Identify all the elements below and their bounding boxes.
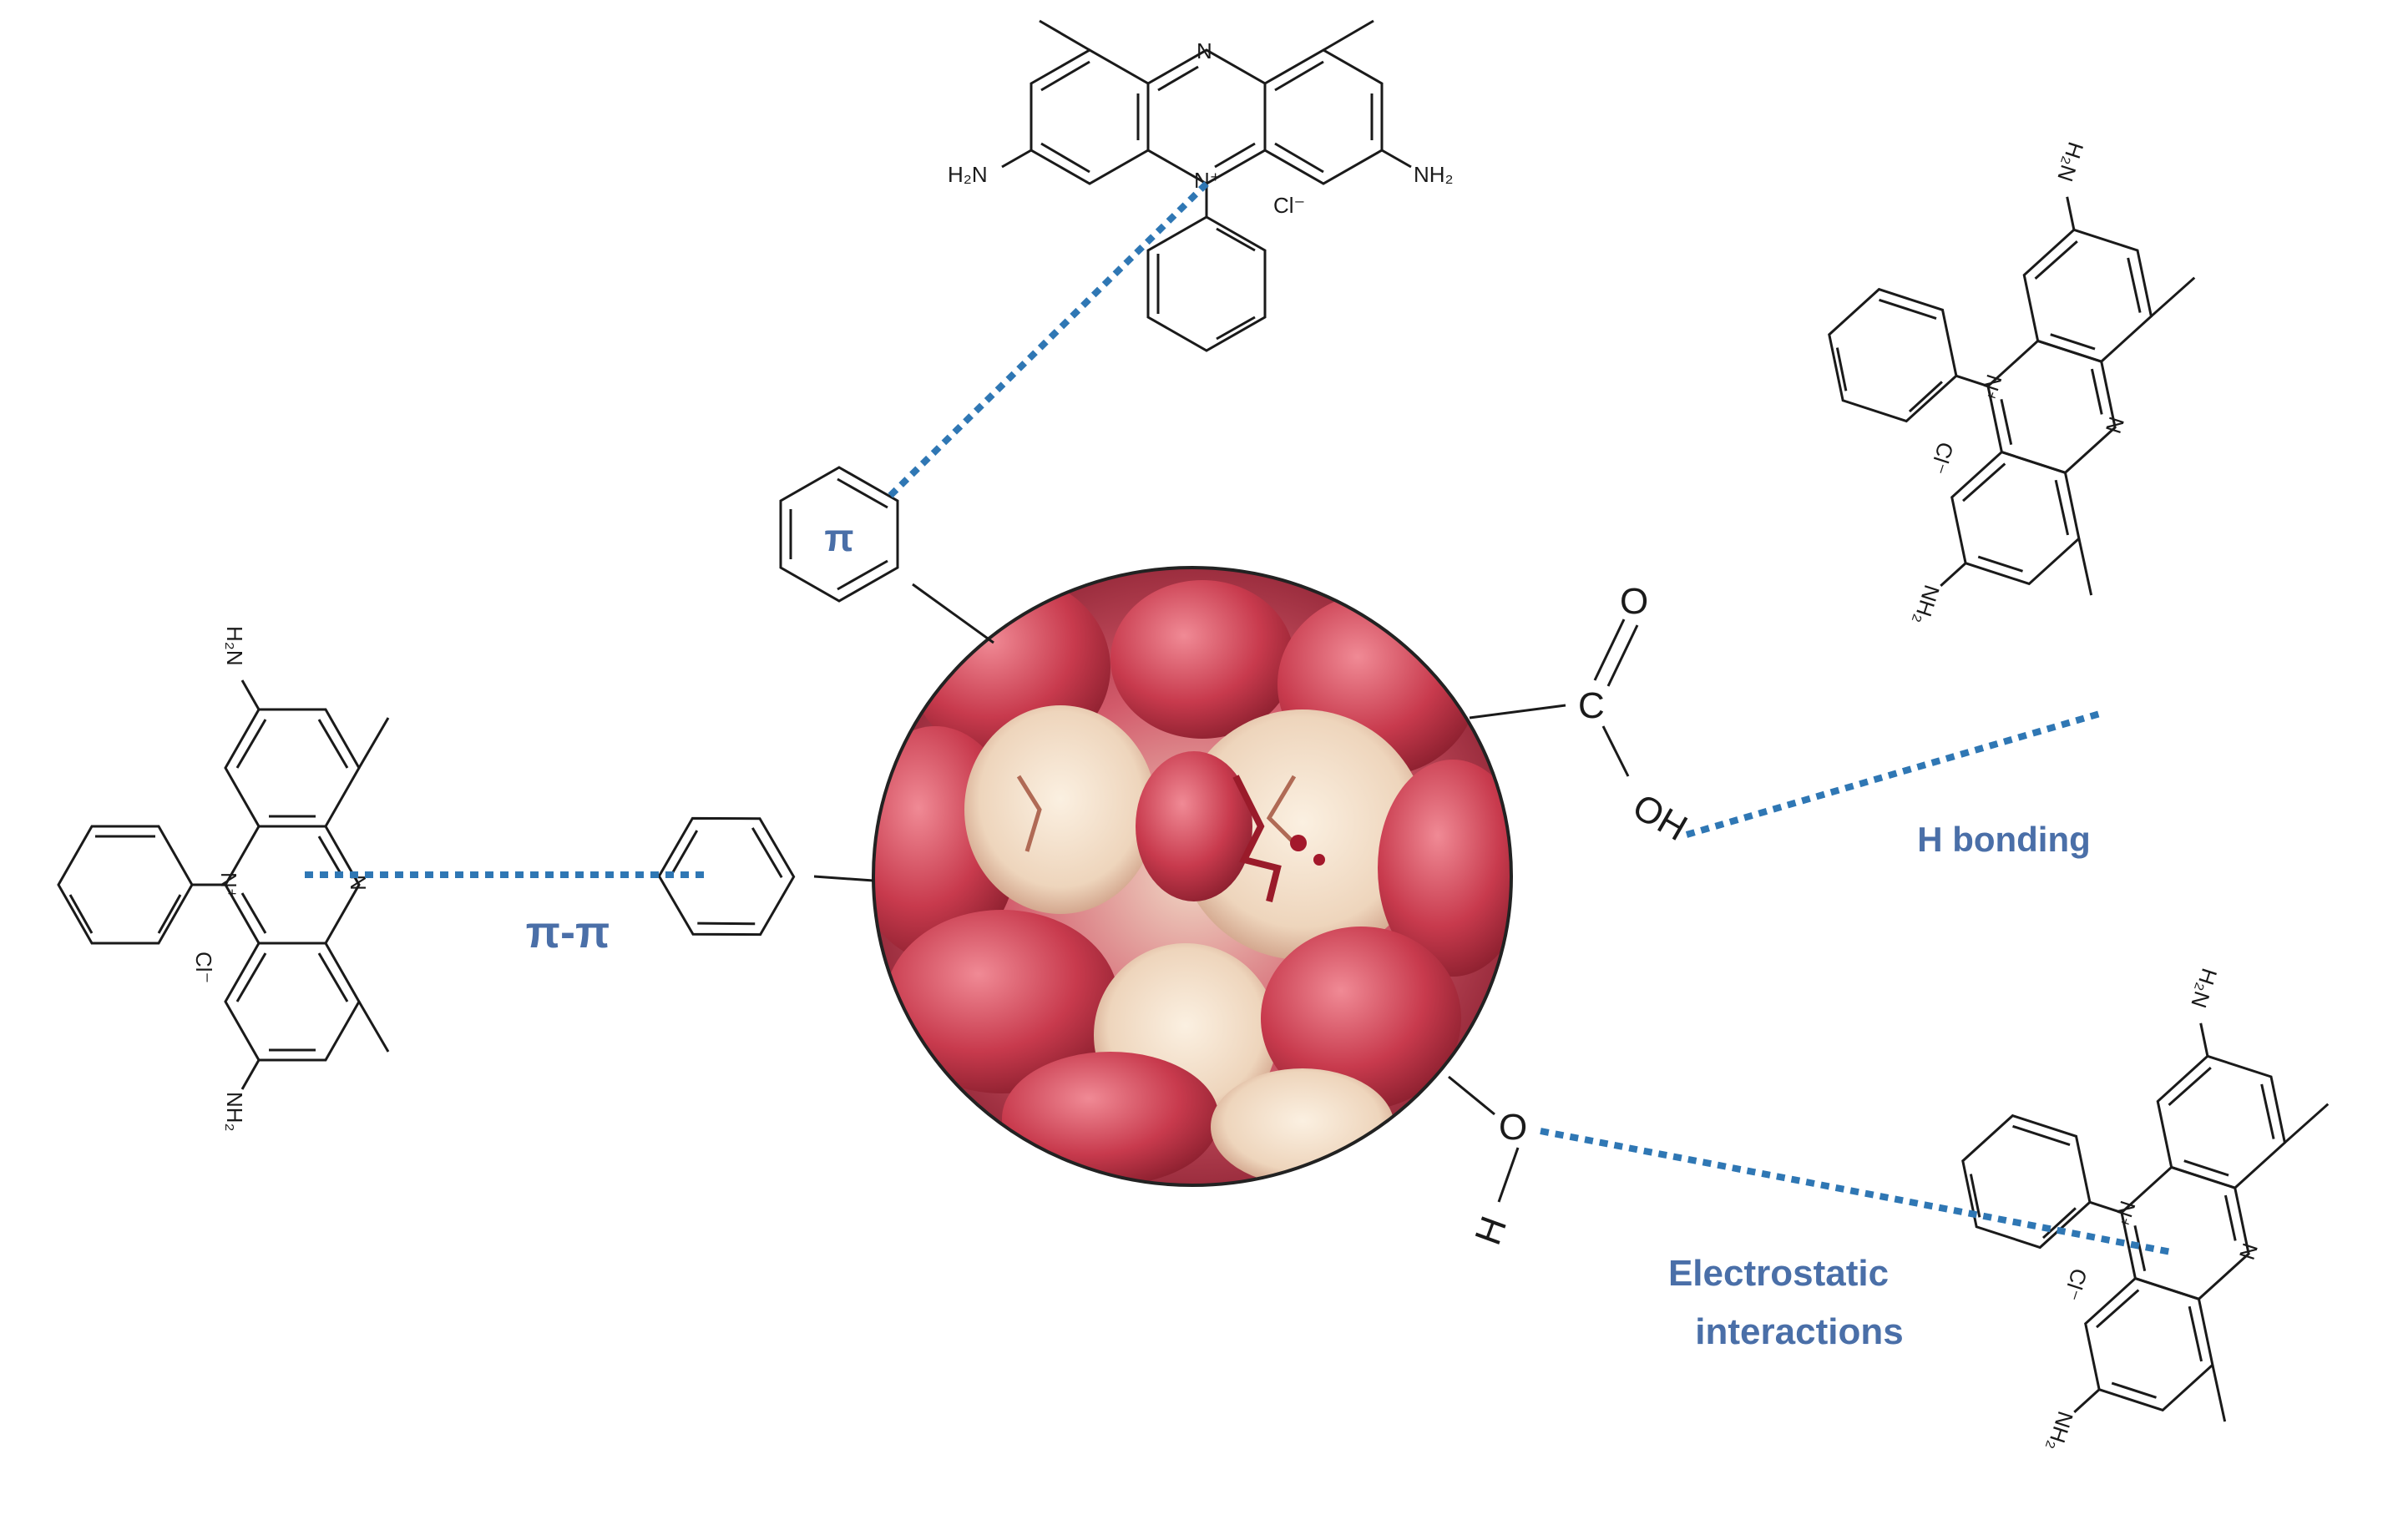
electrostatic-label-line2: interactions — [1695, 1311, 1903, 1352]
electrostatic-interaction-line — [1540, 1128, 2172, 1255]
chloride-ion: Cl⁻ — [191, 952, 216, 983]
amine-left: H₂N — [222, 626, 247, 666]
amine-left: H₂N — [2186, 966, 2222, 1012]
pi-site-benzene: π — [779, 466, 994, 644]
pi-pi-label: π-π — [526, 907, 610, 957]
amine-left: H₂N — [2052, 139, 2088, 185]
hydroxyl-hydrogen: H — [1467, 1211, 1515, 1250]
pi-pi-site-benzene — [640, 788, 874, 965]
amine-right: NH₂ — [222, 1092, 247, 1132]
carboxyl-carbon: C — [1578, 685, 1605, 726]
ring-nitrogen: N — [346, 875, 371, 891]
carboxyl-hydroxyl: OH — [1626, 786, 1694, 849]
carbonyl-oxygen: O — [1620, 581, 1648, 622]
hydroxyl-oxygen: O — [1499, 1107, 1527, 1148]
dye-molecule-left: N N⁺ Cl⁻ H₂N NH₂ — [57, 626, 390, 1132]
h-bond-interaction-line — [1685, 710, 2102, 838]
amine-left: H₂N — [948, 162, 988, 187]
quaternary-nitrogen: N⁺ — [1194, 168, 1222, 193]
electrostatic-label-line1: Electrostatic — [1668, 1253, 1889, 1294]
chloride-ion: Cl⁻ — [1925, 439, 1958, 477]
dye-molecule-top: N N⁺ Cl⁻ H₂N NH₂ — [948, 19, 1454, 352]
dye-molecule-lower-right: N N⁺ Cl⁻ H₂N NH₂ — [1898, 965, 2341, 1459]
ring-nitrogen: N — [2234, 1240, 2263, 1263]
dye-molecule-upper-right: N N⁺ Cl⁻ H₂N NH₂ — [1764, 139, 2208, 633]
hydroxyl-group: O H — [1448, 1075, 1527, 1250]
amine-right: NH₂ — [2042, 1408, 2078, 1454]
ring-nitrogen: N — [1196, 38, 1212, 63]
amine-right: NH₂ — [1414, 162, 1454, 187]
ring-nitrogen: N — [2101, 414, 2129, 437]
pi-interaction-line — [887, 181, 1209, 499]
pomegranate-peel-photo — [872, 566, 1513, 1187]
amine-right: NH₂ — [1909, 582, 1945, 628]
pi-label: π — [824, 516, 853, 559]
chloride-ion: Cl⁻ — [1273, 193, 1305, 218]
h-bonding-label: H bonding — [1917, 820, 2091, 859]
quaternary-nitrogen: N⁺ — [216, 872, 241, 900]
chloride-ion: Cl⁻ — [2058, 1265, 2092, 1304]
